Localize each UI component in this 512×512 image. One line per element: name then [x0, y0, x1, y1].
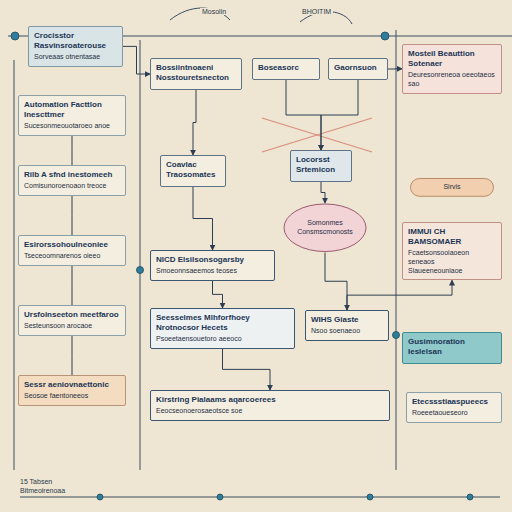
connector	[193, 90, 196, 155]
process-box: Locorsst Srtemicon	[290, 150, 352, 182]
note-label: Mosolin	[200, 8, 228, 15]
connector	[72, 196, 73, 235]
connector	[325, 253, 347, 311]
pin-dot	[11, 32, 19, 40]
node-body: Roeeetaoueseoro	[412, 409, 496, 418]
connector	[72, 136, 73, 165]
process-box: Coavlac Traosomates	[160, 155, 226, 187]
process-box: Gaornsuon	[328, 58, 388, 80]
connector	[72, 336, 73, 375]
node-body: Eeocseonoerosaeotsce soe	[156, 407, 384, 416]
process-box: WIHS GiasteNsoo soenaeoo	[305, 310, 389, 341]
left-rail	[14, 60, 15, 470]
connector	[321, 182, 325, 203]
node-heading: Kirstring Pialaams aqarcoerees	[156, 395, 384, 405]
node-heading: Crocisstor Rasvinsroaterouse	[34, 31, 117, 51]
ellipse-node: Somonmes Consmscmonosts	[283, 203, 367, 253]
note-label: BHOITIM	[300, 8, 333, 15]
process-box: Automation Facttlon InescttmerSucesonmeo…	[18, 95, 126, 136]
time-line	[20, 497, 500, 498]
node-heading: Gusimnoration Ieslelsan	[408, 337, 496, 357]
red-stroke	[262, 118, 372, 152]
node-heading: Ursfoinseeton meetfaroo	[24, 310, 120, 320]
node-heading: Etecssstiaaspueecs	[412, 397, 496, 407]
node-heading: WIHS Giaste	[311, 315, 383, 325]
pin-dot	[137, 267, 144, 274]
node-heading: Bossiintnoaeni Nosstouretsnecton	[156, 63, 236, 83]
node-body: Sorveaas otnentasae	[34, 53, 117, 62]
pin-dot	[381, 32, 389, 40]
node-body: Siaueeneouniaoe	[408, 267, 496, 276]
connector	[193, 187, 213, 250]
connector	[213, 281, 223, 308]
node-heading: Sessr aeniovnaettonic	[24, 380, 120, 390]
note-label: 15 Tabsen	[18, 478, 54, 485]
node-body: Nsoo soenaeoo	[311, 327, 383, 336]
inner-rail	[140, 40, 141, 470]
node-heading: Rilb A sfnd inestomeeh	[24, 170, 120, 180]
process-box: Seesselmes Mlhforfhoey Nrotnocsor Hecets…	[150, 308, 295, 349]
process-box: NICD ElsilsonsogarsbySmoeonnsaeemos teos…	[150, 250, 275, 281]
pin-dot	[467, 494, 473, 500]
node-body: Sesteunsoon arocaoe	[24, 322, 120, 331]
node-outline	[284, 204, 366, 252]
node-body: Comisunoroenoaon treoce	[24, 182, 120, 191]
node-heading: Boseasorc	[258, 63, 314, 73]
pin-dot	[217, 494, 223, 500]
node-heading: Mosteil Beauttion Sotenaer	[408, 49, 496, 69]
process-box: Rilb A sfnd inestomeehComisunoroenoaon t…	[18, 165, 126, 196]
process-box: Ursfoinseeton meetfarooSesteunsoon aroca…	[18, 305, 126, 336]
process-box: EtecssstiaaspueecsRoeeetaoueseoro	[406, 392, 502, 423]
node-body: Tseceoomnarenos oieeo	[24, 252, 120, 261]
process-box: EsirorssohoulneonieeTseceoomnarenos oiee…	[18, 235, 126, 266]
node-heading: Seesselmes Mlhforfhoey Nrotnocsor Hecets	[156, 313, 289, 333]
process-box: Kirstring Pialaams aqarcoereesEeocseonoe…	[150, 390, 390, 421]
node-body: Sucesonmeouotaroeo anoe	[24, 122, 120, 131]
connector	[347, 280, 452, 310]
node-heading: Esirorssohoulneoniee	[24, 240, 120, 250]
process-box: IMMUI CH BAMSOMAER Fcaetsonsooiaoeon sene…	[402, 222, 502, 280]
pill-box: Sirvis	[410, 178, 494, 197]
connector	[321, 80, 358, 150]
connector	[223, 349, 271, 390]
connector	[286, 80, 321, 150]
node-heading: IMMUI CH BAMSOMAER	[408, 227, 496, 247]
node-heading: Locorsst Srtemicon	[296, 155, 346, 175]
red-stroke	[262, 118, 372, 152]
node-heading: NICD Elsilsonsogarsby	[156, 255, 269, 265]
node-body: Psoeetaensouetoro aeeoco	[156, 335, 289, 344]
connector	[72, 266, 73, 305]
process-box: Boseasorc	[252, 58, 320, 80]
right-rail	[396, 30, 397, 470]
node-heading: Automation Facttlon Inescttmer	[24, 100, 120, 120]
node-heading: Sirvis	[422, 183, 482, 192]
node-body: Deuresonreneoa oeeotaeos sao	[408, 71, 496, 89]
node-heading: Gaornsuon	[334, 63, 382, 73]
node-heading: Somonmes Consmscmonosts	[295, 219, 355, 237]
process-box: Mosteil Beauttion SotenaerDeuresonreneoa…	[402, 44, 502, 94]
process-box: Sessr aeniovnaettonicSeosoe faentoneeos	[18, 375, 126, 406]
node-body: Seosoe faentoneeos	[24, 392, 120, 401]
node-heading: Coavlac Traosomates	[166, 160, 220, 180]
connector	[388, 68, 402, 69]
pin-dot	[367, 494, 373, 500]
pin-dot	[393, 332, 400, 339]
note-label: Bitmeoirenoaa	[18, 487, 67, 494]
pin-dot	[97, 494, 103, 500]
process-box: Gusimnoration Ieslelsan	[402, 332, 502, 364]
process-box: Bossiintnoaeni Nosstouretsnecton	[150, 58, 242, 90]
process-box: Crocisstor RasvinsroaterouseSorveaas otn…	[28, 26, 123, 67]
curve	[170, 8, 230, 20]
connector	[123, 46, 150, 74]
node-outline	[411, 179, 494, 197]
node-body: Fcaetsonsooiaoeon seneaos	[408, 249, 496, 267]
node-body: Smoeonnsaeemos teoses	[156, 267, 269, 276]
